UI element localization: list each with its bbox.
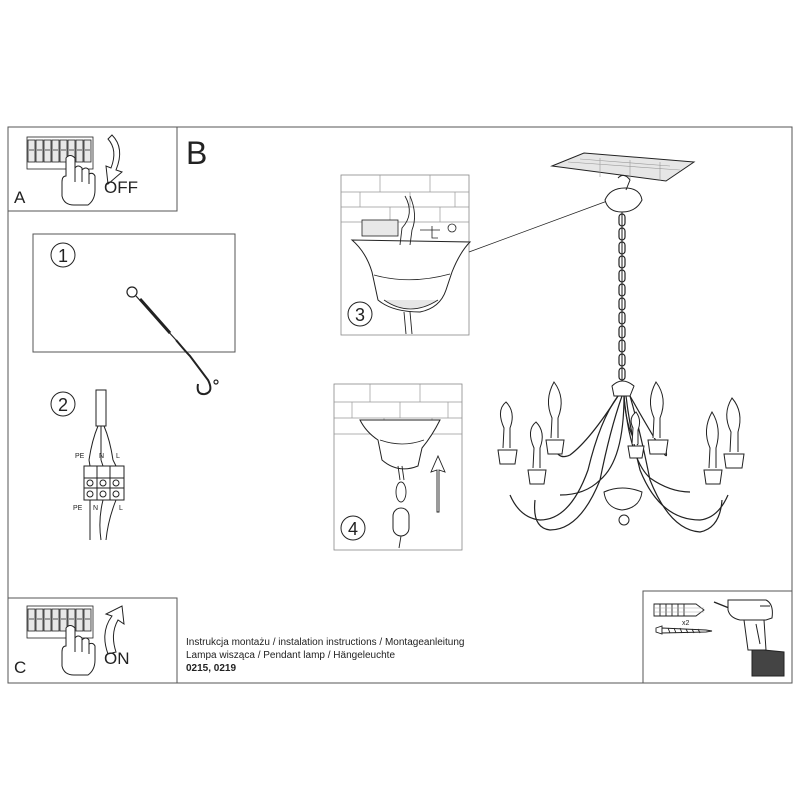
wiring-top-labels: PE N L — [75, 453, 120, 460]
caption-line-1: Instrukcja montażu / instalation instruc… — [186, 637, 465, 648]
step-3-number: 3 — [355, 305, 365, 325]
caption-block: Instrukcja montażu / instalation instruc… — [186, 636, 465, 675]
outer-frame — [7, 126, 793, 684]
wall-plug-icon — [653, 603, 705, 617]
hand-icon — [61, 155, 96, 206]
wire-label-n-top: N — [99, 453, 104, 460]
screw-icon — [655, 625, 713, 635]
caption-product-codes: 0215, 0219 — [186, 663, 237, 674]
wire-label-pe-bottom: PE — [73, 505, 83, 512]
rotate-arrow-icon — [104, 605, 125, 655]
wire-label-l-bottom: L — [119, 505, 123, 512]
step-2-badge: 2 — [50, 391, 76, 417]
step-1-number: 1 — [58, 246, 68, 266]
wiring-bottom-labels: PE N L — [73, 505, 123, 512]
hand-icon — [61, 625, 96, 676]
chandelier-icon — [497, 152, 745, 533]
panel-c-letter: C — [14, 658, 26, 677]
step-1-badge: 1 — [50, 242, 76, 268]
wire-label-n-bottom: N — [93, 505, 98, 512]
step-3-detail: 3 — [340, 174, 472, 336]
wire-label-pe-top: PE — [75, 453, 85, 460]
caption-line-2: Lampa wisząca / Pendant lamp / Hängeleuc… — [186, 650, 396, 661]
terminal-block-icon — [83, 389, 125, 541]
breaker-panel-icon — [26, 136, 94, 170]
panel-b-letter: B — [186, 135, 207, 171]
step-2-number: 2 — [58, 395, 68, 415]
step-4-number: 4 — [348, 519, 358, 539]
drill-icon — [713, 599, 785, 677]
hook-icon — [126, 286, 219, 396]
switch-on-label: ON — [104, 649, 130, 668]
breaker-panel-icon — [26, 605, 94, 639]
step-4-detail: 4 — [333, 383, 463, 551]
step-3-pointer-line — [468, 199, 611, 253]
wire-label-l-top: L — [116, 453, 120, 460]
screw-quantity: x2 — [682, 620, 690, 627]
panel-a-letter: A — [14, 188, 26, 207]
switch-off-label: OFF — [104, 178, 138, 197]
rotate-arrow-icon — [105, 134, 123, 185]
